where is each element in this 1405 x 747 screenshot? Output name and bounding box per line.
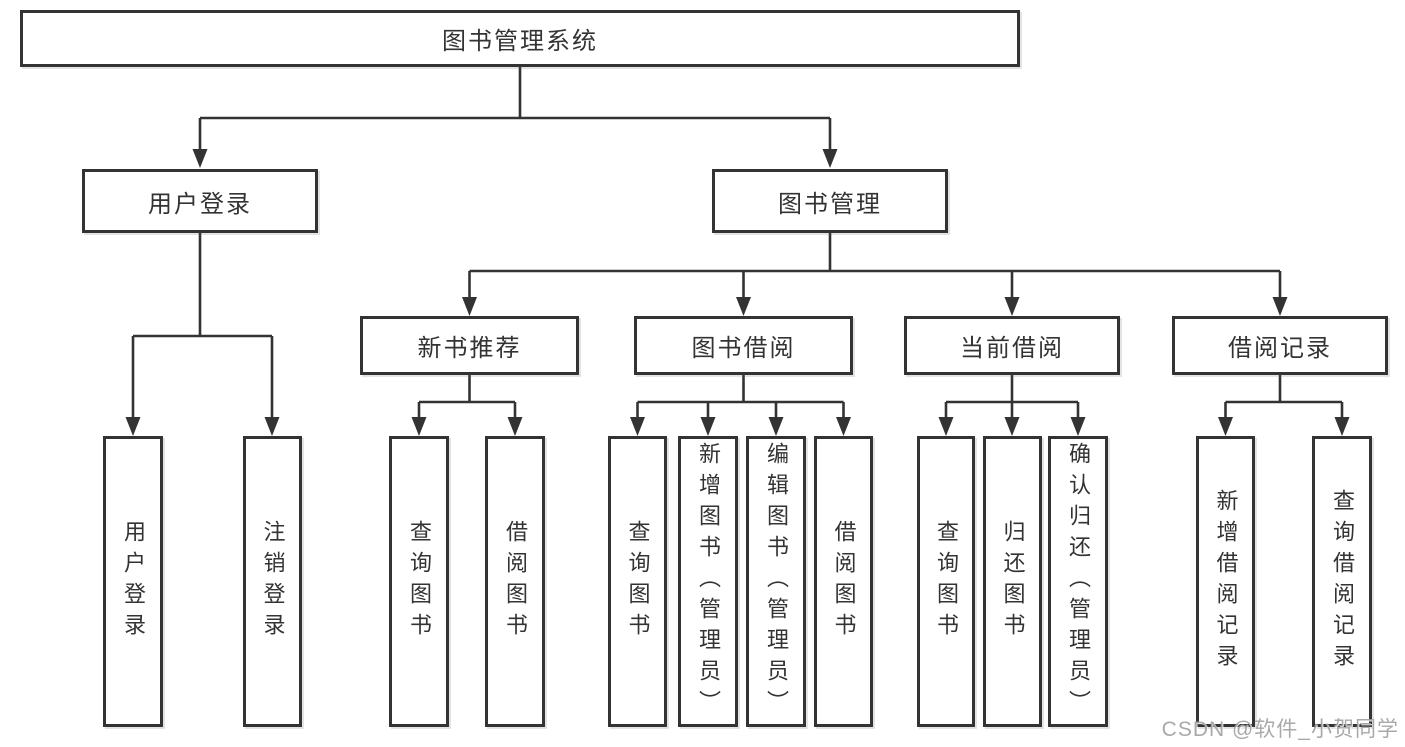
leaf-add-borrow-record: 新增借阅记录: [1196, 436, 1255, 727]
leaf-label: 查询图书: [625, 519, 651, 644]
leaf-label: 注销登录: [260, 519, 286, 644]
node-label: 图书借阅: [691, 335, 796, 362]
leaf-borrow-books-1: 借阅图书: [485, 436, 545, 727]
leaf-label: 查询图书: [407, 519, 432, 644]
leaf-label: 新增借阅记录: [1213, 488, 1239, 675]
node-label: 新书推荐: [417, 335, 522, 362]
node-current-borrowing: 当前借阅: [904, 316, 1120, 375]
node-label: 图书管理: [778, 190, 882, 218]
leaf-label: 查询图书: [934, 519, 959, 644]
leaf-label: 用户登录: [121, 519, 146, 644]
node-label: 借阅记录: [1228, 335, 1332, 362]
leaf-add-book-admin: 新增图书（管理员）: [678, 436, 738, 727]
leaf-label: 查询借阅记录: [1330, 488, 1355, 675]
leaf-confirm-return-admin: 确认归还（管理员）: [1048, 436, 1108, 727]
leaf-return-books: 归还图书: [983, 436, 1042, 727]
node-user-login: 用户登录: [82, 169, 318, 233]
leaf-label: 借阅图书: [503, 519, 528, 644]
leaf-label: 编辑图书（管理员）: [764, 442, 789, 721]
node-book-borrowing: 图书借阅: [634, 316, 853, 375]
node-new-book-recommend: 新书推荐: [360, 316, 579, 375]
node-label: 图书管理系统: [442, 28, 598, 55]
csdn-watermark: CSDN @软件_小贺同学: [1161, 718, 1399, 741]
leaf-label: 借阅图书: [831, 519, 857, 644]
node-borrowing-records: 借阅记录: [1172, 316, 1388, 375]
leaf-query-books-2: 查询图书: [608, 436, 667, 727]
leaf-borrow-books-2: 借阅图书: [814, 436, 873, 727]
leaf-user-login: 用户登录: [103, 436, 163, 727]
node-book-management: 图书管理: [712, 169, 948, 233]
leaf-query-borrow-record: 查询借阅记录: [1312, 436, 1372, 727]
node-label: 用户登录: [148, 190, 252, 218]
leaf-logout: 注销登录: [243, 436, 302, 727]
leaf-edit-book-admin: 编辑图书（管理员）: [746, 436, 806, 727]
leaf-label: 归还图书: [1000, 519, 1026, 644]
leaf-query-books-3: 查询图书: [917, 436, 975, 727]
leaf-label: 新增图书（管理员）: [696, 442, 721, 721]
leaf-label: 确认归还（管理员）: [1066, 442, 1091, 721]
leaf-query-books-1: 查询图书: [389, 436, 449, 727]
node-label: 当前借阅: [960, 335, 1064, 362]
node-library-system: 图书管理系统: [20, 10, 1020, 67]
